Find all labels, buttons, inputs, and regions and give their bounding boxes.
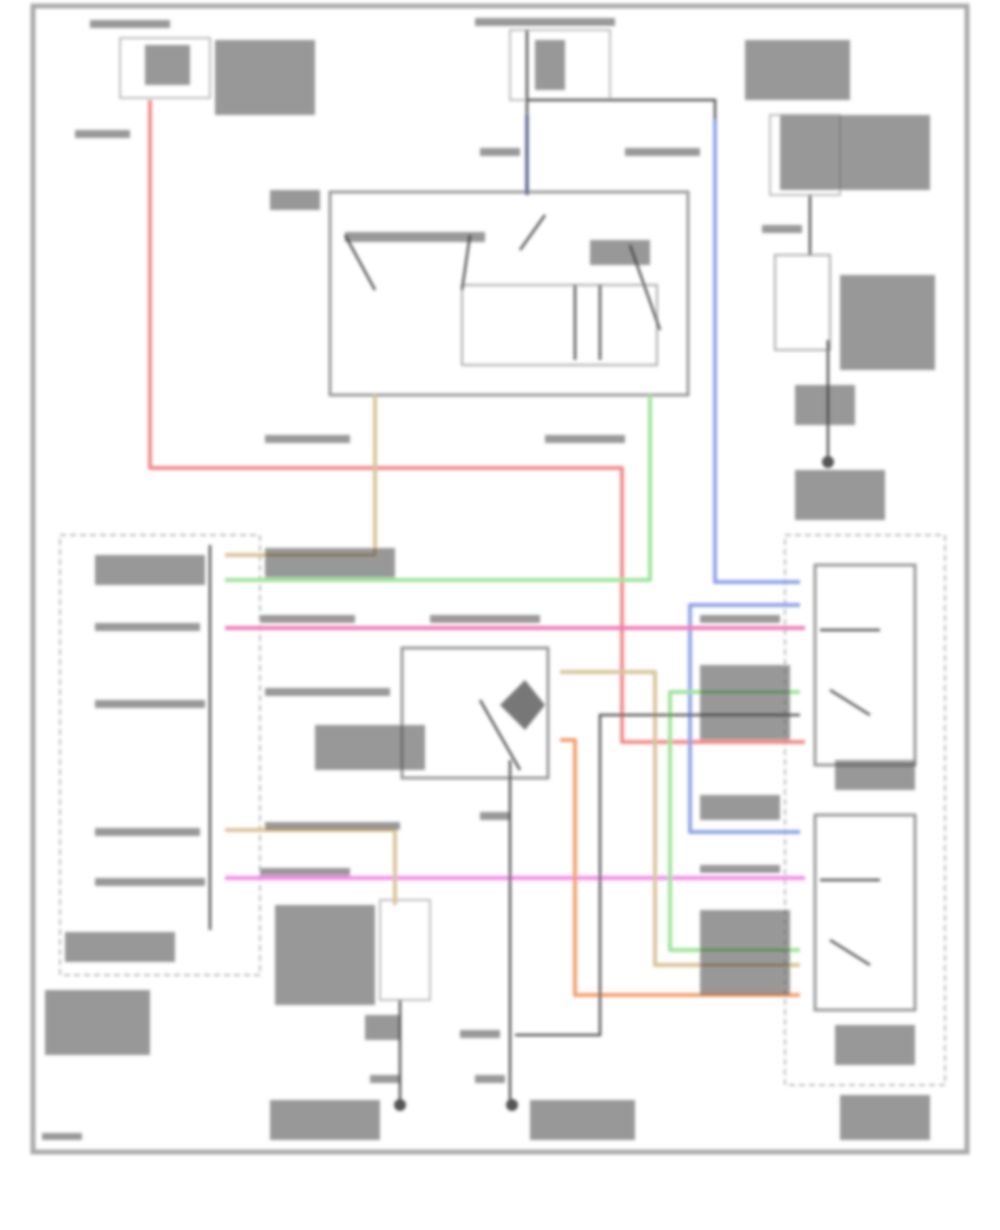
illegible-label [590,240,650,265]
illegible-label [700,865,780,873]
illegible-label [65,932,175,962]
relay-box [400,646,550,780]
illegible-label [90,20,170,28]
illegible-label [45,990,150,1055]
illegible-label [762,225,802,233]
top-left-connector [119,37,211,99]
relay-right-top [813,563,917,767]
illegible-label [545,435,625,443]
illegible-label [95,555,205,585]
relay-contacts-top [820,628,880,717]
illegible-label [835,1025,915,1065]
brake-switch [774,254,831,351]
illegible-label [700,615,780,623]
illegible-label [840,1095,930,1140]
relay-diode-icon [500,680,545,730]
illegible-label [260,615,355,623]
wire-red [148,100,805,744]
switch-contacts [343,214,662,360]
illegible-label [260,868,350,876]
wire-blue-right [713,120,800,584]
illegible-label [700,665,790,740]
illegible-label [370,1075,400,1083]
ground-icon [394,1099,406,1111]
illegible-label [265,822,400,830]
illegible-label [430,615,540,623]
switch-assembly-box [328,190,690,397]
wire-tan [225,395,377,557]
illegible-label [95,878,205,886]
illegible-label [265,688,390,696]
ground-icon [822,456,834,468]
illegible-label [275,905,375,1005]
illegible-label [475,1075,505,1083]
illegible-label [480,148,520,156]
illegible-label [345,232,485,242]
illegible-label [265,435,350,443]
illegible-label [480,812,510,820]
illegible-labels [42,18,935,1140]
illegible-label [95,623,200,631]
diagram-border [30,3,970,1155]
illegible-label [835,760,915,790]
relay-contacts-bottom [820,878,880,967]
illegible-label [75,130,130,138]
illegible-label [840,275,935,370]
illegible-label [42,1133,82,1140]
illegible-label [315,725,425,770]
ground-icon [506,1099,518,1111]
illegible-label [780,115,930,190]
wire-orange [560,738,800,997]
relay-switch-line [478,699,522,771]
illegible-label [270,190,320,210]
wire-black-top-right [527,98,717,120]
junction-box [784,534,946,1086]
wire-tan-lower [225,828,397,905]
relay-right-bottom [813,813,917,1012]
inner-switch-box [461,284,658,366]
illegible-label [95,700,205,708]
illegible-label [265,548,395,578]
body-control-module-box [59,534,261,976]
illegible-label [460,1030,500,1038]
illegible-label [270,1100,380,1140]
illegible-label [145,45,190,85]
illegible-label [795,470,885,520]
illegible-label [700,795,780,820]
illegible-label [625,148,700,156]
illegible-label [795,385,855,425]
illegible-label [475,18,615,26]
illegible-label [215,40,315,115]
wire-blue-loop [688,603,800,834]
illegible-label [700,910,790,995]
wire-green [225,395,652,582]
illegible-label [535,40,565,90]
illegible-label [530,1100,635,1140]
illegible-label [365,1015,400,1040]
illegible-label [745,40,850,100]
pump-motor [379,899,431,1001]
illegible-label [95,828,200,836]
